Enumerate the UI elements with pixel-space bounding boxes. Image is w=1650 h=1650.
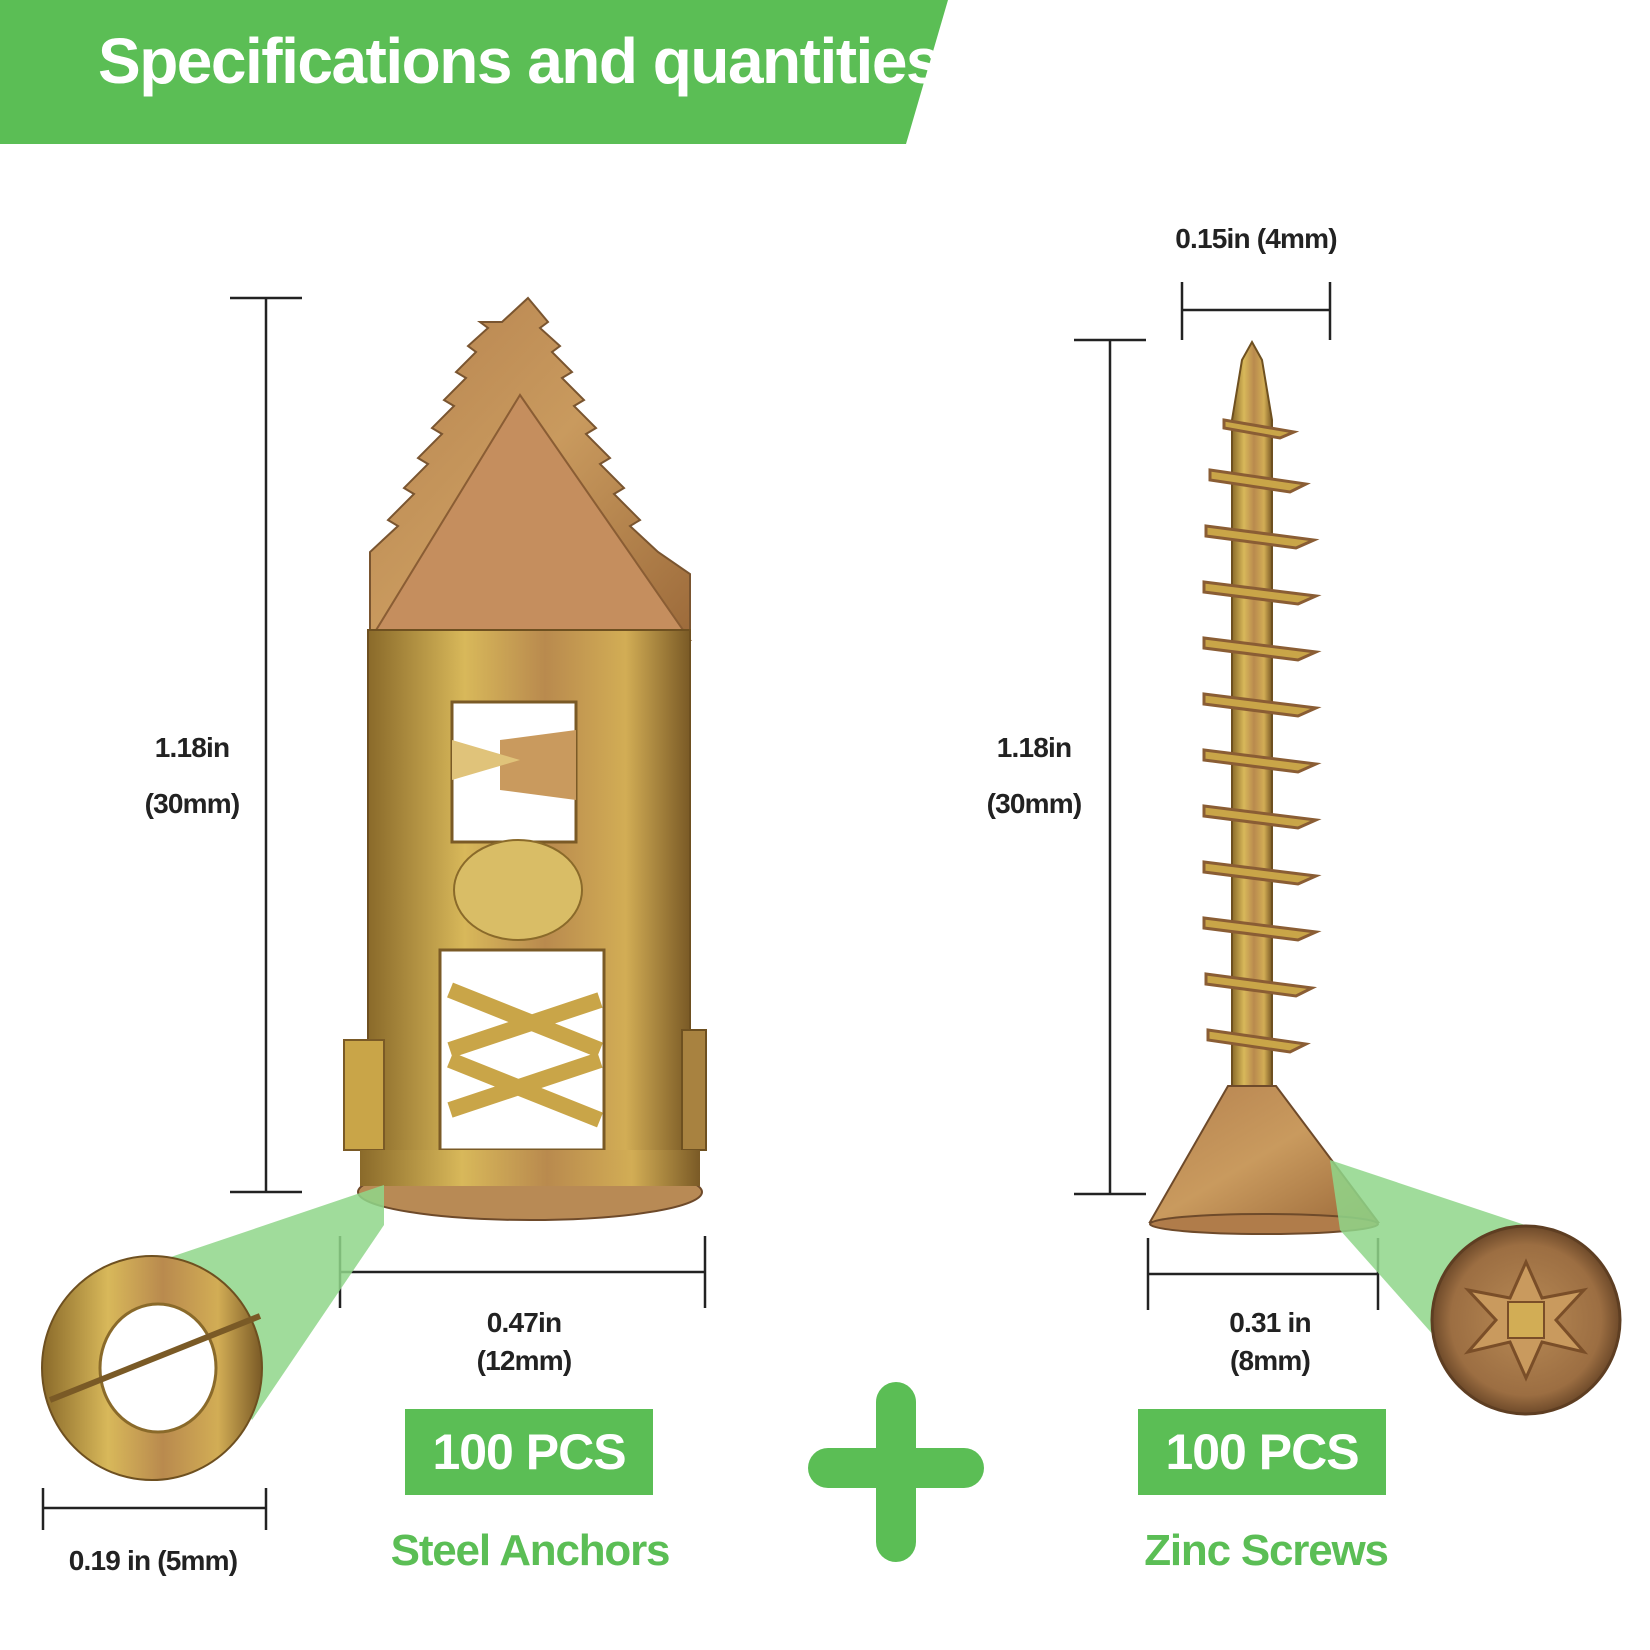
screw-height-dimension bbox=[1074, 338, 1146, 1196]
washer-dimension bbox=[41, 1488, 268, 1530]
screw-product-name: Zinc Screws bbox=[1144, 1526, 1389, 1575]
screw-width-dimension bbox=[1146, 1238, 1380, 1310]
header-banner bbox=[0, 0, 948, 144]
washer-dimension-label: 0.19 in (5mm) bbox=[68, 1545, 238, 1576]
anchor-width-dimension bbox=[338, 1236, 707, 1308]
screw-head-dim-label: 0.15in (4mm) bbox=[1175, 223, 1337, 254]
screw-head-top-view bbox=[1430, 1224, 1622, 1416]
screw-height-in-label: 1.18in bbox=[996, 732, 1072, 763]
zinc-screw-image bbox=[1148, 339, 1380, 1235]
screw-width-in-label: 0.31 in bbox=[1229, 1307, 1311, 1338]
screw-quantity-badge: 100 PCS bbox=[1138, 1409, 1386, 1495]
steel-anchor-image bbox=[343, 296, 707, 1221]
anchor-height-dimension bbox=[230, 296, 302, 1194]
anchor-height-mm-label: (30mm) bbox=[144, 788, 241, 819]
anchor-width-mm-label: (12mm) bbox=[476, 1345, 573, 1376]
screw-height-mm-label: (30mm) bbox=[986, 788, 1083, 819]
anchor-product-name: Steel Anchors bbox=[390, 1526, 671, 1575]
plus-icon bbox=[808, 1382, 984, 1562]
washer-image bbox=[41, 1255, 263, 1481]
page-title: Specifications and quantities bbox=[98, 25, 942, 97]
screw-width-mm-label: (8mm) bbox=[1229, 1345, 1311, 1376]
anchor-quantity-badge: 100 PCS bbox=[405, 1409, 653, 1495]
anchor-width-in-label: 0.47in bbox=[486, 1307, 562, 1338]
washer-callout-beam bbox=[156, 1185, 384, 1420]
anchor-height-in-label: 1.18in bbox=[154, 732, 230, 763]
screw-head-dimension bbox=[1180, 282, 1332, 340]
